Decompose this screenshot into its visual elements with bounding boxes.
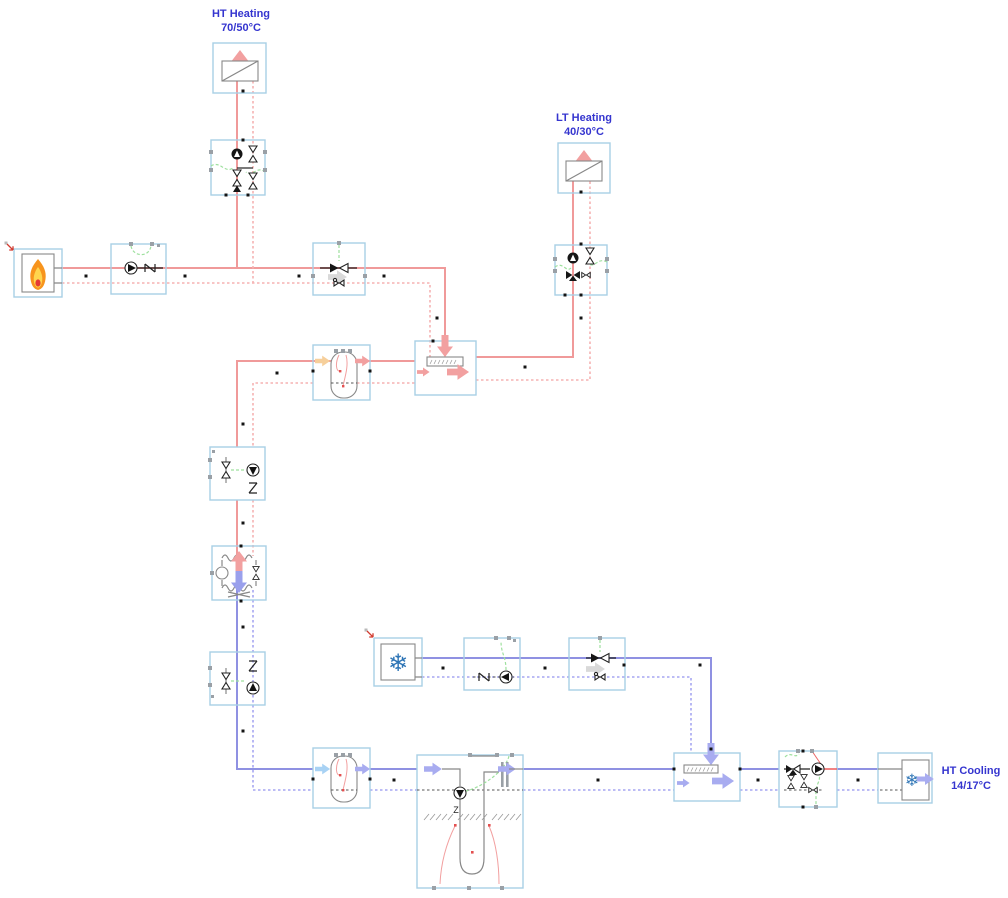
snowflake-icon: ❄ [388, 649, 408, 677]
valve-actuator-icon [593, 671, 599, 677]
flow-arrow-icon [712, 773, 735, 789]
pump-icon [567, 252, 579, 264]
heat-pump[interactable] [210, 545, 267, 601]
valve-icon [808, 786, 818, 794]
tank-icon [330, 351, 358, 399]
borehole-utube-icon [459, 771, 499, 875]
pump-icon [246, 463, 260, 477]
pump-icon [124, 261, 138, 275]
cooling-consumer[interactable]: ❄ [877, 752, 934, 804]
hot-arrow-icon [231, 551, 247, 573]
pipes-hot-return [62, 81, 591, 556]
buffer-tank-cooling[interactable] [312, 747, 371, 809]
valve-icon [787, 775, 795, 789]
flow-arrow-icon [424, 762, 442, 776]
pump-icon [499, 670, 513, 684]
three-way-valve-heating[interactable] [311, 241, 367, 296]
check-valve-icon [248, 482, 258, 494]
manifold-bar-icon [426, 356, 464, 367]
inlet-arrow-icon [315, 355, 331, 367]
valve-icon [248, 145, 258, 163]
three-way-valve-icon [590, 652, 610, 664]
borehole-field[interactable]: Z [416, 753, 524, 890]
chiller-source[interactable]: ❄ [363, 627, 423, 687]
cooling-manifold[interactable] [673, 743, 741, 802]
boiler[interactable] [3, 240, 63, 298]
flow-arrow-icon [677, 778, 690, 788]
manifold-bar-icon [683, 764, 719, 774]
cooling-valve-pump-group[interactable] [778, 749, 838, 809]
heating-manifold[interactable] [414, 335, 477, 396]
label-ht-cooling: HT Cooling 14/17°C [942, 765, 1001, 792]
ht-cooling-temps: 14/17°C [951, 780, 991, 792]
ht-heating-title: HT Heating [212, 8, 270, 20]
compressor-icon [215, 566, 229, 580]
valve-pump-group-cold-side[interactable] [208, 651, 266, 706]
flow-arrow-icon [417, 367, 430, 377]
valve-icon [581, 271, 591, 279]
valve-icon [585, 247, 595, 265]
borehole-pump-label: Z [453, 805, 459, 815]
valve-pump-group-hot-side[interactable] [208, 446, 266, 501]
flame-icon [30, 259, 46, 290]
label-lt-heating: LT Heating 40/30°C [556, 112, 612, 138]
junction-dots [84, 89, 860, 809]
three-way-valve-icon [329, 262, 349, 274]
tank-icon [330, 755, 358, 803]
expansion-valve-icon [252, 566, 260, 580]
separator-icon [501, 762, 504, 787]
buffer-tank-heating[interactable] [312, 344, 371, 401]
snowflake-icon: ❄ [905, 771, 919, 791]
three-way-valve-cooling[interactable] [568, 636, 626, 691]
down-arrow-icon [703, 743, 719, 765]
pipes-cold-supply [236, 589, 878, 770]
ht-heating-temps: 70/50°C [221, 22, 261, 34]
mixing-valve-icon [566, 271, 580, 281]
ground-hatch-icon [423, 813, 454, 821]
pipes-hot-supply [62, 81, 574, 556]
valve-actuator-icon [332, 277, 338, 283]
cursor-icon [3, 240, 14, 251]
ht-heating-valve-pump-group[interactable] [209, 139, 267, 196]
lt-heating-temps: 40/30°C [564, 126, 604, 138]
valve-icon [800, 774, 808, 788]
mixing-valve-icon [786, 764, 801, 775]
lt-heating-valve-pump-group[interactable] [553, 244, 609, 296]
check-valve-icon [233, 185, 241, 192]
pump-icon [246, 681, 260, 695]
ht-cooling-title: HT Cooling [942, 765, 1001, 777]
heating-pump-group[interactable] [110, 242, 167, 295]
cursor-icon [363, 627, 374, 638]
ht-heating-radiator[interactable] [212, 42, 267, 94]
cooling-pump-group[interactable] [463, 636, 521, 691]
lt-heating-title: LT Heating [556, 112, 612, 124]
label-ht-heating: HT Heating 70/50°C [212, 8, 270, 34]
pump-icon [811, 762, 825, 776]
pipes-cold-return [252, 590, 878, 791]
inlet-arrow-icon [315, 763, 331, 775]
lt-heating-radiator[interactable] [557, 142, 611, 194]
down-arrow-icon [437, 335, 453, 357]
pump-icon [453, 786, 467, 800]
pump-icon [231, 148, 243, 160]
